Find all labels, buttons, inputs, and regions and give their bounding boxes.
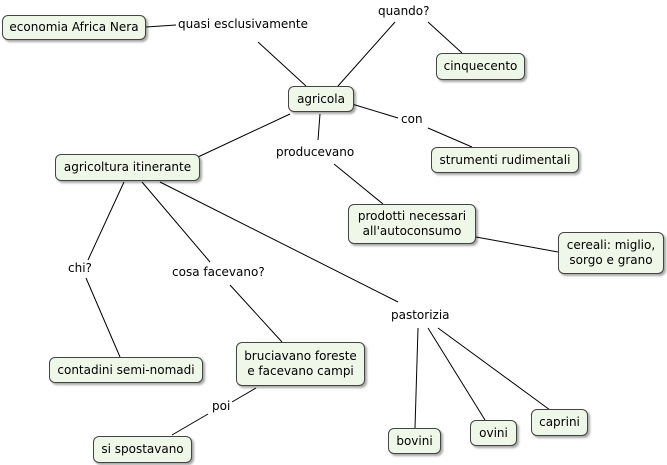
node-economia-africa-nera[interactable]: economia Africa Nera	[2, 15, 146, 40]
edge-pastorizia-bovini	[414, 327, 419, 429]
edge-agricola-quando	[337, 21, 396, 87]
node-cinquecento[interactable]: cinquecento	[436, 53, 525, 80]
edge-quasi-agricola	[257, 41, 307, 87]
node-si-spostavano[interactable]: si spostavano	[93, 436, 192, 463]
edge-economia-quasi	[145, 24, 177, 28]
link-label-poi: poi	[210, 399, 233, 414]
edge-itinerante-cosa	[141, 181, 211, 263]
edge-agricola-itinerante	[197, 113, 291, 158]
edge-prodotti-cereali	[475, 236, 559, 253]
node-bovini[interactable]: bovini	[388, 428, 441, 454]
node-agricoltura-itinerante[interactable]: agricoltura itinerante	[55, 154, 200, 181]
edge-chi-contadini	[85, 277, 121, 358]
node-caprini[interactable]: caprini	[531, 409, 588, 436]
edge-itinerante-pastorizia	[159, 181, 399, 303]
node-contadini-semi-nomadi[interactable]: contadini semi-nomadi	[49, 357, 203, 383]
node-strumenti-rudimentali[interactable]: strumenti rudimentali	[431, 147, 579, 173]
edge-pastorizia-caprini	[437, 327, 551, 411]
edge-con-strumenti	[427, 127, 473, 148]
edge-poi-spostavano	[171, 413, 209, 436]
link-label-quasi-esclusivamente: quasi esclusivamente	[176, 17, 310, 32]
edge-pastorizia-ovini	[427, 327, 486, 421]
edge-itinerante-chi	[87, 181, 125, 261]
node-agricola[interactable]: agricola	[288, 86, 354, 112]
edge-agricola-producevano	[317, 113, 321, 141]
node-ovini[interactable]: ovini	[470, 420, 517, 446]
link-label-quando: quando?	[376, 4, 432, 19]
node-bruciavano-foreste[interactable]: bruciavano foreste e facevano campi	[236, 342, 365, 386]
edge-agricola-con	[351, 103, 399, 119]
link-label-cosa-facevano: cosa facevano?	[170, 265, 267, 280]
edge-quando-cinquecento	[427, 21, 463, 54]
edge-producevano-prodotti	[333, 163, 384, 205]
link-label-chi: chi?	[66, 261, 94, 276]
node-prodotti-necessari[interactable]: prodotti necessari all'autoconsumo	[348, 204, 476, 244]
node-cereali[interactable]: cereali: miglio, sorgo e grano	[558, 232, 664, 274]
edge-bruciavano-poi	[231, 387, 257, 403]
link-label-producevano: producevano	[274, 145, 357, 160]
edge-cosa-bruciavano	[229, 284, 283, 343]
link-label-con: con	[399, 112, 425, 127]
link-label-pastorizia: pastorizia	[389, 308, 452, 323]
